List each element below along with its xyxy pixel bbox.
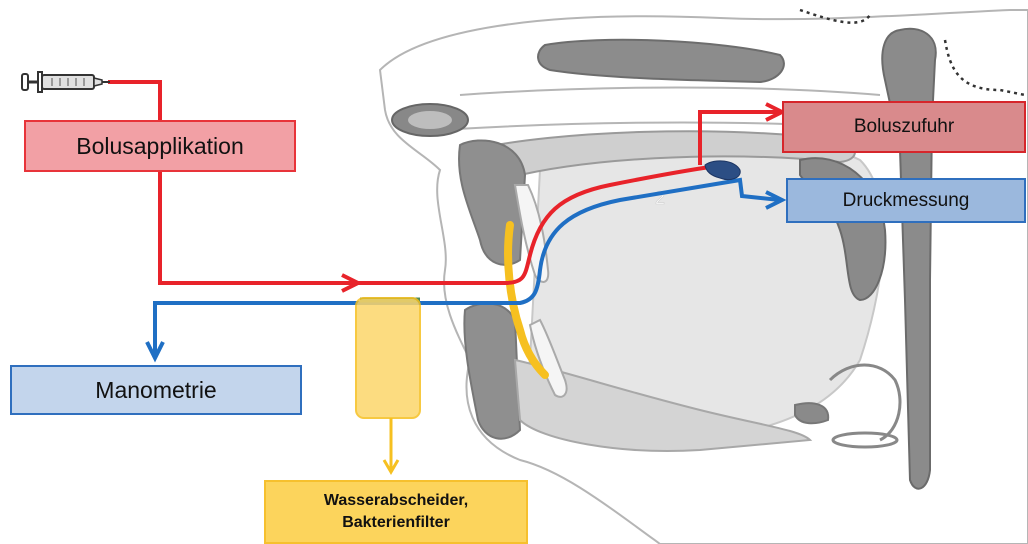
head-cross-section: 2: [380, 10, 1028, 544]
bolus-application-label: Bolusapplikation: [76, 133, 244, 160]
manometry-label: Manometrie: [95, 377, 216, 404]
manometry-box: Manometrie: [10, 365, 302, 415]
bolus-application-box: Bolusapplikation: [24, 120, 296, 172]
filter-container: [356, 298, 420, 418]
pressure-measurement-label: Druckmessung: [843, 190, 970, 212]
water-separator-label-line2: Bakterienfilter: [342, 512, 450, 534]
syringe-icon: [22, 72, 110, 92]
bolus-supply-box: Boluszufuhr: [782, 101, 1026, 153]
pressure-measurement-box: Druckmessung: [786, 178, 1026, 223]
filter-drop-arrow: [384, 418, 398, 472]
bolus-supply-label: Boluszufuhr: [854, 116, 954, 138]
water-separator-label-line1: Wasserabscheider,: [324, 490, 468, 512]
water-separator-box: Wasserabscheider, Bakterienfilter: [264, 480, 528, 544]
